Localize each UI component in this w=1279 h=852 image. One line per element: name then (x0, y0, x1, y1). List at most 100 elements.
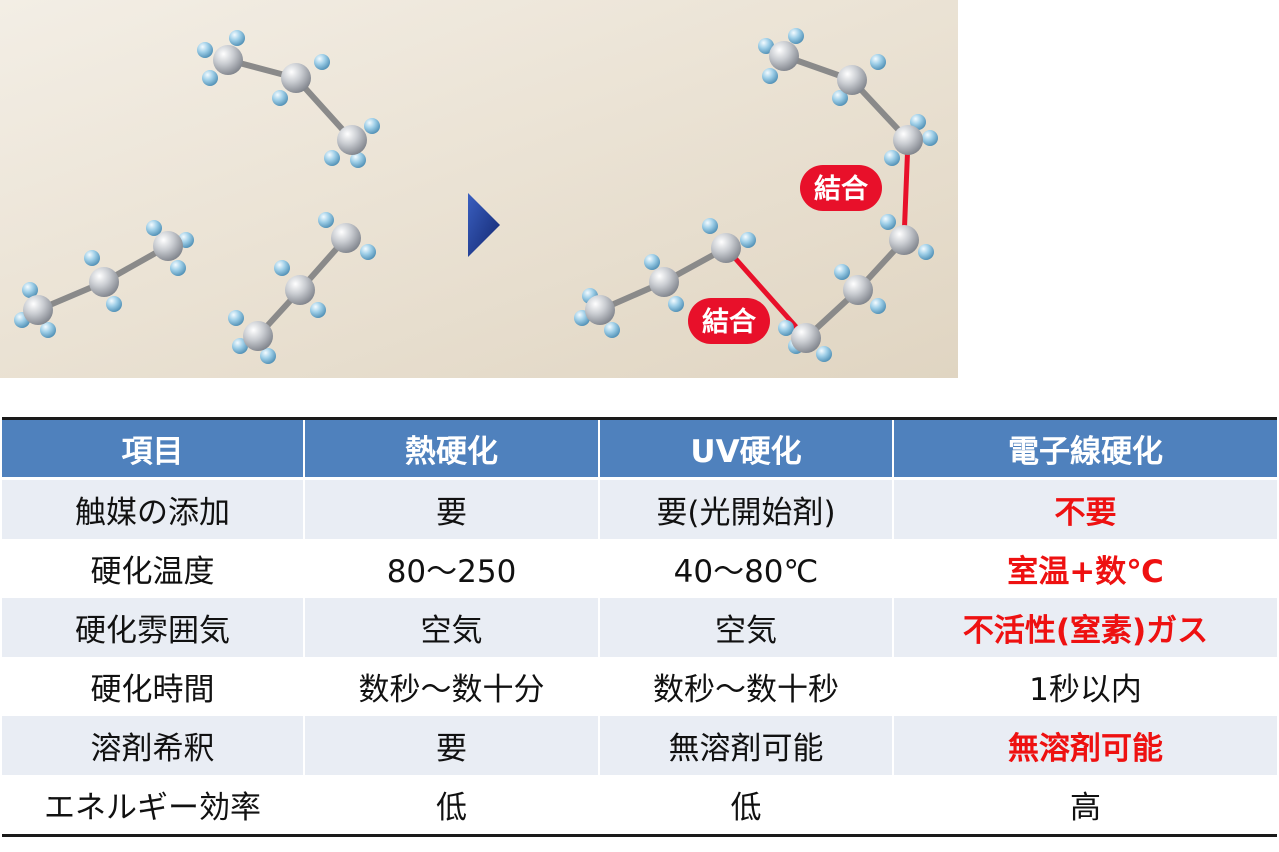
hydrogen-atom (762, 68, 778, 84)
bond-badge: 結合 (800, 165, 882, 211)
hydrogen-atom (84, 250, 100, 266)
hydrogen-atom (350, 152, 366, 168)
hydrogen-atom (229, 30, 245, 46)
hydrogen-atom (232, 338, 248, 354)
header-uv-curing: UV硬化 (598, 418, 893, 480)
hydrogen-atom (644, 254, 660, 270)
hydrogen-atom (834, 264, 850, 280)
hydrogen-atom (884, 150, 900, 166)
cell-item: 硬化時間 (2, 657, 304, 716)
cell-eb: 不要 (892, 478, 1277, 539)
hydrogen-atom (870, 54, 886, 70)
cell-thermal: 数秒～数十分 (303, 657, 599, 716)
hydrogen-atom (364, 118, 380, 134)
cell-item: 触媒の添加 (2, 478, 304, 539)
hydrogen-atom (740, 232, 756, 248)
cell-item: エネルギー効率 (2, 775, 304, 836)
hydrogen-atom (228, 310, 244, 326)
carbon-atom (281, 63, 311, 93)
hydrogen-atom (778, 320, 794, 336)
table-row: 硬化時間 数秒～数十分 数秒～数十秒 1秒以内 (2, 657, 1277, 716)
reaction-arrow-icon (468, 193, 500, 257)
table-row: 溶剤希釈 要 無溶剤可能 無溶剤可能 (2, 716, 1277, 775)
cell-thermal: 低 (303, 775, 599, 836)
hydrogen-atom (197, 42, 213, 58)
hydrogen-atom (702, 218, 718, 234)
cell-item: 硬化雰囲気 (2, 598, 304, 657)
cell-uv: 40～80℃ (598, 539, 893, 598)
hydrogen-atom (274, 260, 290, 276)
carbon-atom (585, 295, 615, 325)
hydrogen-atom (260, 348, 276, 364)
carbon-atom (213, 45, 243, 75)
curing-illustration: 結合 結合 (0, 0, 958, 378)
cell-thermal: 80～250 (303, 539, 599, 598)
cell-uv: 無溶剤可能 (598, 716, 893, 775)
carbon-atom (837, 65, 867, 95)
hydrogen-atom (816, 346, 832, 362)
carbon-atom (791, 323, 821, 353)
cell-eb: 不活性(窒素)ガス (892, 598, 1277, 657)
cell-uv: 低 (598, 775, 893, 836)
hydrogen-atom (324, 150, 340, 166)
hydrogen-atom (788, 28, 804, 44)
hydrogen-atom (880, 214, 896, 230)
cell-item: 硬化温度 (2, 539, 304, 598)
table-row: 触媒の添加 要 要(光開始剤) 不要 (2, 478, 1277, 539)
hydrogen-atom (832, 90, 848, 106)
hydrogen-atom (360, 244, 376, 260)
header-thermal-curing: 熱硬化 (303, 418, 599, 480)
carbon-atom (285, 275, 315, 305)
hydrogen-atom (310, 302, 326, 318)
hydrogen-atom (758, 38, 774, 54)
hydrogen-atom (668, 296, 684, 312)
carbon-atom (89, 267, 119, 297)
cell-thermal: 要 (303, 478, 599, 539)
cell-uv: 空気 (598, 598, 893, 657)
header-eb-curing: 電子線硬化 (892, 418, 1277, 480)
hydrogen-atom (870, 298, 886, 314)
hydrogen-atom (40, 322, 56, 338)
crosslink-bond (901, 137, 911, 243)
hydrogen-atom (146, 220, 162, 236)
hydrogen-atom (106, 296, 122, 312)
carbon-atom (711, 233, 741, 263)
molecule-diagram: 結合 結合 (14, 28, 938, 364)
cell-eb: 無溶剤可能 (892, 716, 1277, 775)
header-item: 項目 (2, 418, 304, 480)
carbon-atom (337, 125, 367, 155)
hydrogen-atom (22, 282, 38, 298)
cell-eb: 1秒以内 (892, 657, 1277, 716)
bond-badge-label: 結合 (702, 306, 756, 338)
cell-eb: 室温+数℃ (892, 539, 1277, 598)
carbon-atom (243, 321, 273, 351)
bond-badge-label: 結合 (814, 173, 868, 205)
cell-eb: 高 (892, 775, 1277, 836)
cell-uv: 要(光開始剤) (598, 478, 893, 539)
hydrogen-atom (170, 260, 186, 276)
curing-comparison-table: 項目 熱硬化 UV硬化 電子線硬化 触媒の添加 要 要(光開始剤) 不要 硬化温… (2, 417, 1277, 837)
hydrogen-atom (604, 322, 620, 338)
hydrogen-atom (272, 90, 288, 106)
crosslink-bond (723, 245, 809, 341)
cell-thermal: 要 (303, 716, 599, 775)
hydrogen-atom (918, 244, 934, 260)
carbon-atom (23, 295, 53, 325)
hydrogen-atom (922, 130, 938, 146)
hydrogen-atom (202, 70, 218, 86)
hydrogen-atom (318, 212, 334, 228)
carbon-atom (893, 125, 923, 155)
cell-item: 溶剤希釈 (2, 716, 304, 775)
carbon-atom (649, 267, 679, 297)
table-header-row: 項目 熱硬化 UV硬化 電子線硬化 (2, 418, 1277, 480)
hydrogen-atom (910, 114, 926, 130)
table-row: 硬化雰囲気 空気 空気 不活性(窒素)ガス (2, 598, 1277, 657)
table-row: エネルギー効率 低 低 高 (2, 775, 1277, 836)
carbon-atom (153, 231, 183, 261)
carbon-atom (889, 225, 919, 255)
hydrogen-atom (314, 54, 330, 70)
cell-thermal: 空気 (303, 598, 599, 657)
carbon-atom (769, 41, 799, 71)
bond-badge: 結合 (688, 298, 770, 344)
carbon-atom (843, 275, 873, 305)
